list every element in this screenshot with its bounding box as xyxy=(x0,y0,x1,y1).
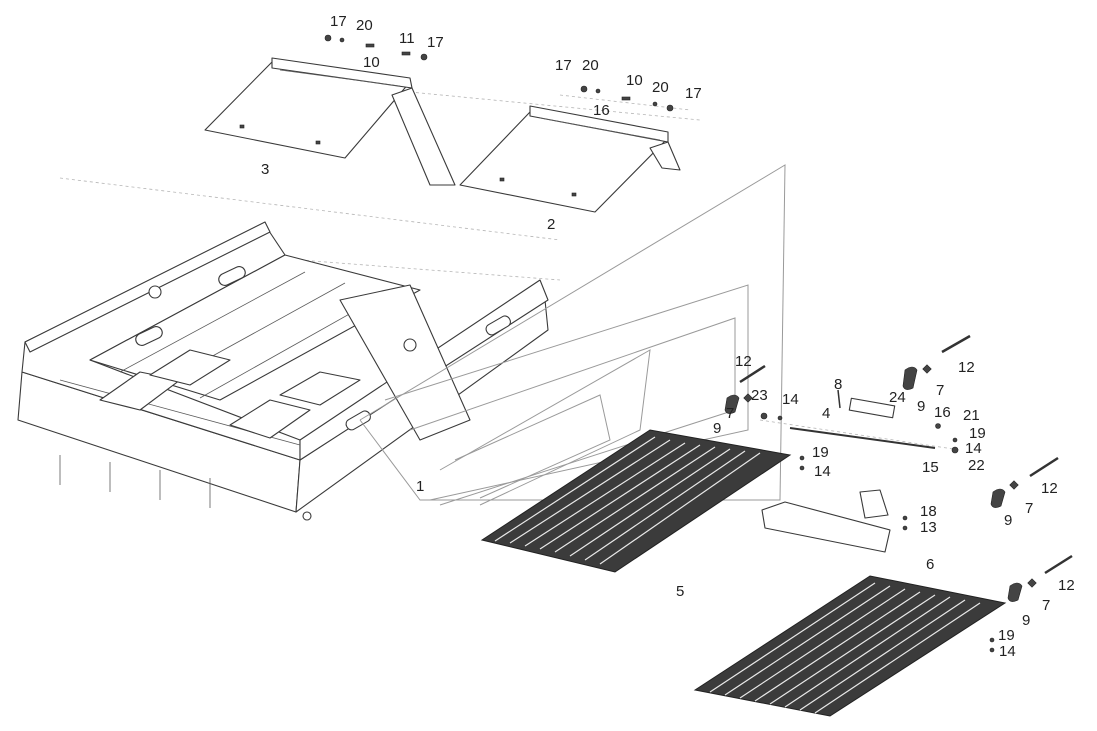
callout: 20 xyxy=(652,79,669,96)
callout: 18 xyxy=(920,503,937,520)
callout: 7 xyxy=(1042,597,1050,614)
nut-icon xyxy=(777,415,783,421)
nut-icon xyxy=(1027,578,1037,588)
callout: 21 xyxy=(963,407,980,424)
nut-icon xyxy=(989,647,995,653)
callout: 7 xyxy=(936,382,944,399)
callout: 12 xyxy=(958,359,975,376)
callout: 9 xyxy=(713,420,721,437)
callout: 2 xyxy=(547,216,555,233)
callout: 8 xyxy=(834,376,842,393)
guide-outlines xyxy=(359,164,786,506)
callout: 3 xyxy=(261,161,269,178)
bolt-icon xyxy=(837,389,841,409)
nut-icon xyxy=(339,37,345,43)
grate-lower xyxy=(693,575,1007,717)
washer-icon xyxy=(951,446,959,454)
bolt-icon xyxy=(1044,554,1073,575)
callout: 4 xyxy=(822,405,830,422)
shaft-4 xyxy=(789,397,936,449)
bolt-icon xyxy=(941,334,971,354)
callout: 10 xyxy=(363,54,380,71)
callout: 17 xyxy=(555,57,572,74)
callout: 14 xyxy=(782,391,799,408)
callout: 22 xyxy=(968,457,985,474)
callout: 13 xyxy=(920,519,937,536)
callout: 14 xyxy=(999,643,1016,660)
nut-icon xyxy=(902,515,908,521)
callout: 7 xyxy=(726,405,734,422)
callout: 5 xyxy=(676,583,684,600)
bolt-icon xyxy=(365,43,375,48)
callout: 6 xyxy=(926,556,934,573)
bracket-6 xyxy=(761,489,891,553)
callout: 9 xyxy=(1022,612,1030,629)
nut-icon xyxy=(652,101,658,107)
callout: 10 xyxy=(626,72,643,89)
callout: 20 xyxy=(356,17,373,34)
callout: 17 xyxy=(330,13,347,30)
nut-icon xyxy=(902,525,908,531)
nut-icon xyxy=(989,637,995,643)
nut-icon xyxy=(595,88,601,94)
nut-icon xyxy=(935,423,941,429)
callout: 20 xyxy=(582,57,599,74)
washer-icon xyxy=(420,53,428,61)
main-frame-1 xyxy=(17,221,549,521)
nut-icon xyxy=(1009,480,1019,490)
callout: 12 xyxy=(1058,577,1075,594)
callout: 19 xyxy=(998,627,1015,644)
callout: 16 xyxy=(934,404,951,421)
bracket-icon xyxy=(990,488,1006,508)
washer-icon xyxy=(760,412,768,420)
callout: 19 xyxy=(969,425,986,442)
callout: 16 xyxy=(593,102,610,119)
nut-icon xyxy=(799,465,805,471)
callout: 12 xyxy=(735,353,752,370)
callout: 12 xyxy=(1041,480,1058,497)
bolt-icon xyxy=(739,364,766,384)
washer-icon xyxy=(666,104,674,112)
hardware-items xyxy=(324,34,1073,653)
bolt-icon xyxy=(1029,456,1059,478)
callout: 14 xyxy=(965,440,982,457)
bracket-icon xyxy=(902,366,918,390)
callout: 15 xyxy=(922,459,939,476)
nut-icon xyxy=(743,393,753,403)
callout: 9 xyxy=(917,398,925,415)
cover-panel-2 xyxy=(459,105,681,213)
washer-icon xyxy=(580,85,588,93)
callout: 11 xyxy=(399,30,415,47)
callout: 9 xyxy=(1004,512,1012,529)
callout: 1 xyxy=(416,478,424,495)
bolt-icon xyxy=(621,96,631,101)
grate-5 xyxy=(480,429,792,573)
nut-icon xyxy=(952,437,958,443)
callout-labels: 17 20 11 17 10 3 17 20 10 20 17 16 2 12 … xyxy=(261,13,1075,660)
cover-panel-3 xyxy=(204,57,456,186)
washer-icon xyxy=(324,34,332,42)
bracket-icon xyxy=(724,394,740,414)
bolt-icon xyxy=(401,51,411,56)
callout: 19 xyxy=(812,444,829,461)
nut-icon xyxy=(922,364,932,374)
callout: 17 xyxy=(427,34,444,51)
bracket-icon xyxy=(1007,582,1023,602)
nut-icon xyxy=(799,455,805,461)
callout: 24 xyxy=(889,389,906,406)
callout: 7 xyxy=(1025,500,1033,517)
callout: 17 xyxy=(685,85,702,102)
callout: 14 xyxy=(814,463,831,480)
callout: 23 xyxy=(751,387,768,404)
